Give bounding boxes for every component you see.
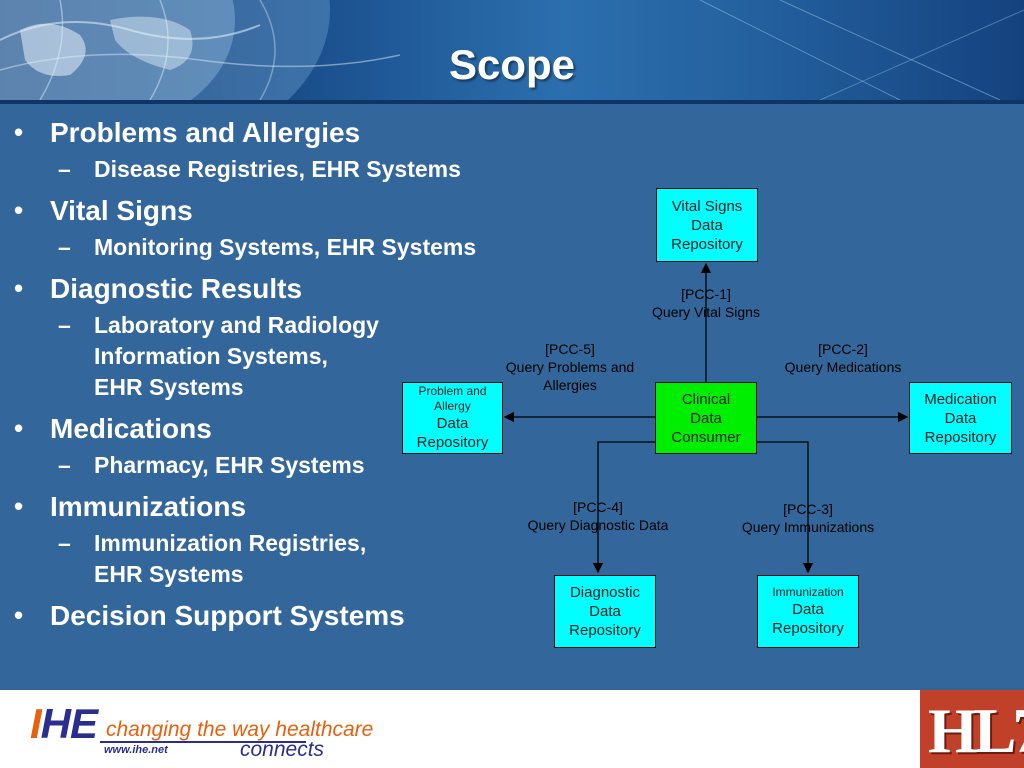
hl7-logo: HL7 [920,690,1024,768]
arrows-layer [503,262,909,574]
bullet-item: • Diagnostic Results [14,270,574,307]
sub-bullet: –Pharmacy, EHR Systems [14,450,574,481]
bullet-item: • Medications [14,410,574,447]
sub-bullet-dash: – [58,234,71,260]
sub-bullet-line: Pharmacy, EHR Systems [94,452,365,478]
pcc2-label: [PCC-2]Query Medications [784,341,902,375]
pcc4-label: [PCC-4]Query Diagnostic Data [527,499,669,533]
tagline-secondary: connects [240,738,325,761]
sub-bullet-dash: – [58,452,71,478]
sub-bullet: –Immunization Registries, EHR Systems [14,528,574,590]
sub-bullet-dash: – [58,156,71,182]
arrow-to-diagnostic [592,441,655,574]
bullet-text: Immunizations [50,491,247,522]
sub-bullet-line: Information Systems, [94,343,328,369]
bullet-list: •Problems and Allergies–Disease Registri… [14,114,574,634]
sub-bullet-line: Immunization Registries, [94,530,367,556]
sub-bullet-line: EHR Systems [94,561,244,587]
bullet-dot: • [14,491,24,521]
bullet-text: Medications [50,413,212,444]
bullet-item: • Decision Support Systems [14,597,574,634]
sub-bullet: –Disease Registries, EHR Systems [14,154,574,185]
sub-bullet: –Monitoring Systems, EHR Systems [14,232,574,263]
bullet-dot: • [14,600,24,630]
slide-title: Scope [448,41,576,88]
bullet-dot: • [14,117,24,147]
sub-bullet-line: Disease Registries, EHR Systems [94,156,461,182]
bullet-item: • Problems and Allergies [14,114,574,151]
bullet-dot: • [14,273,24,303]
ihe-logo: IHE [30,700,98,747]
ihe-url: www.ihe.net [104,744,168,756]
bullet-item: • Immunizations [14,488,574,525]
bullet-text: Problems and Allergies [50,117,361,148]
bullet-dot: • [14,413,24,443]
sub-bullet-line: EHR Systems [94,374,244,400]
bullet-text: Diagnostic Results [50,273,303,304]
footer-bar [0,690,1024,768]
bullet-dot: • [14,195,24,225]
sub-bullet-line: Monitoring Systems, EHR Systems [94,234,477,260]
pcc1-label: [PCC-1]Query Vital Signs [652,286,760,320]
header-rule [0,100,1024,104]
pcc3-label: [PCC-3]Query Immunizations [741,501,875,535]
bullet-text: Vital Signs [50,195,193,226]
tagline-primary: changing the way healthcare [106,718,374,741]
tagline-rule [100,741,306,743]
header-banner: Scope [0,0,1024,100]
bullet-text: Decision Support Systems [50,600,405,631]
sub-bullet-line: Laboratory and Radiology [94,312,379,338]
sub-bullet-dash: – [58,530,71,556]
sub-bullet-dash: – [58,312,71,338]
bullet-item: • Vital Signs [14,192,574,229]
arrow-to-immunization [757,441,814,574]
globe-graphic [0,0,1024,100]
